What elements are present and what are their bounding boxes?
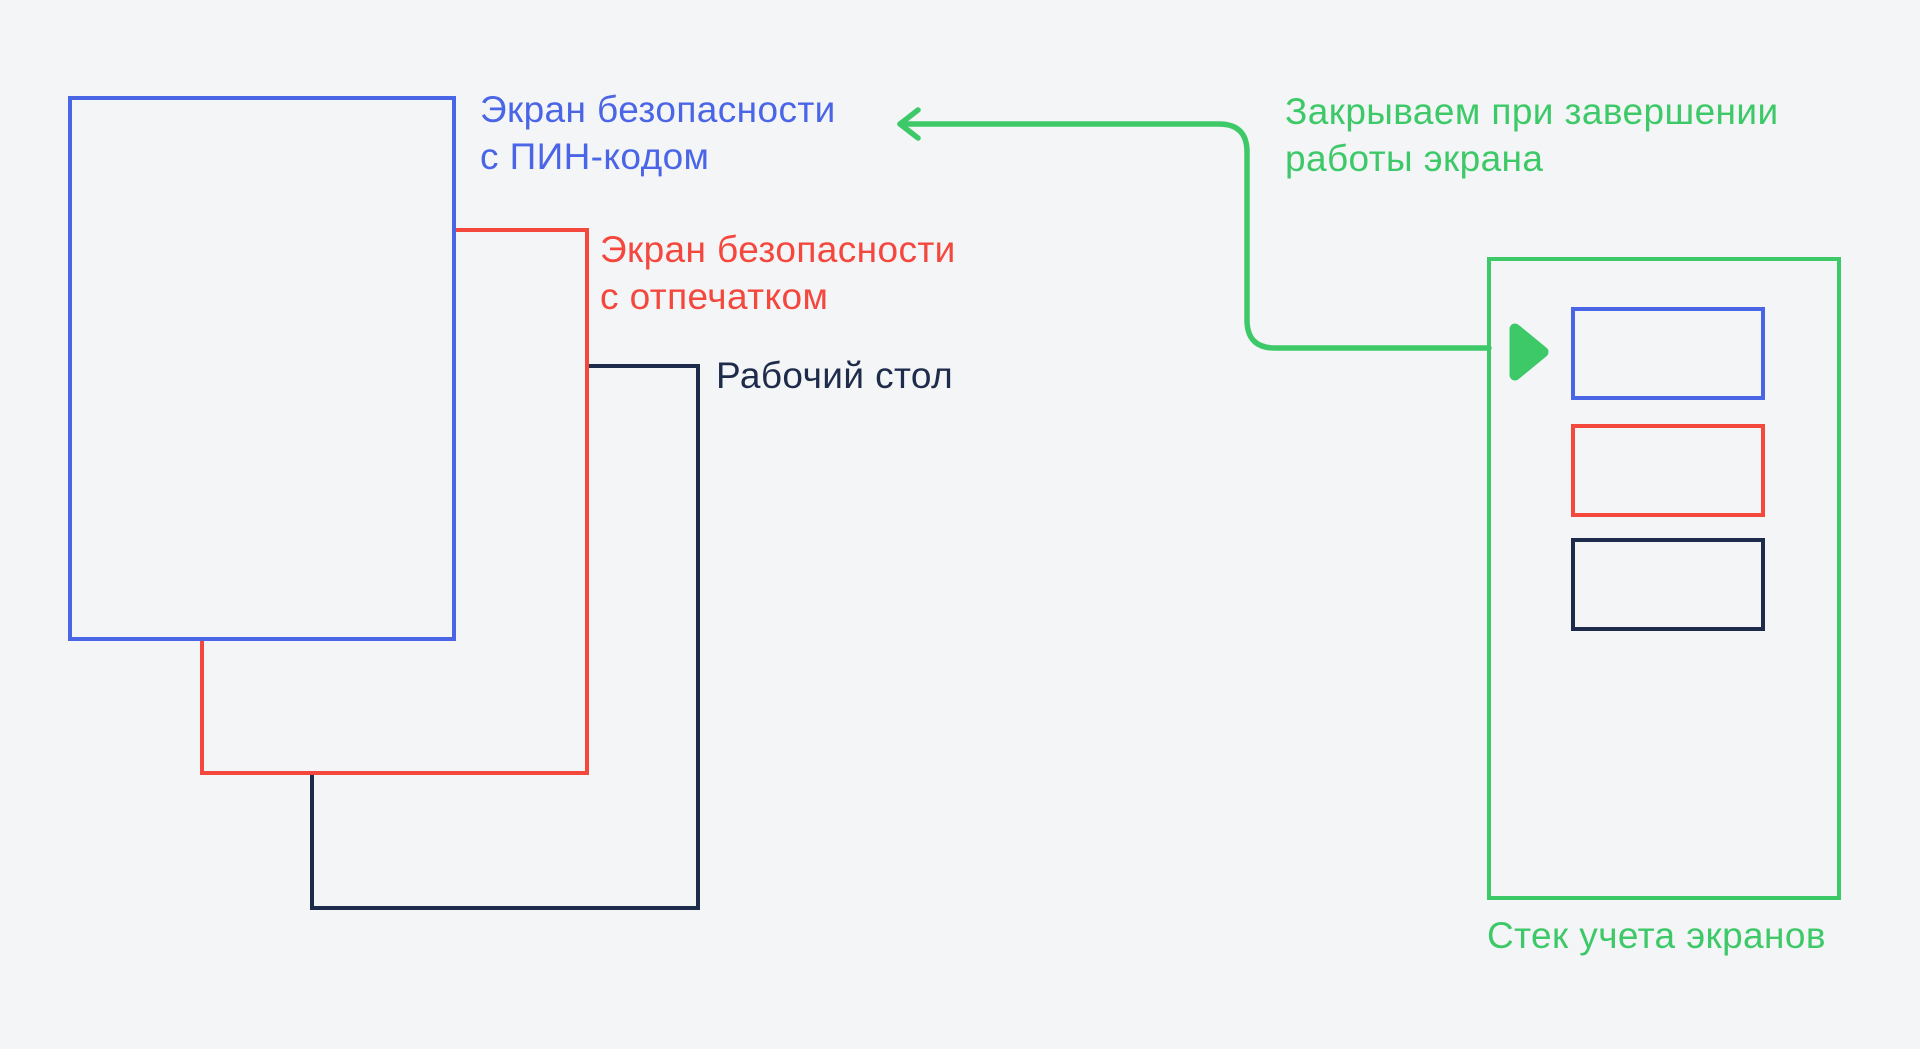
pin-screen-label-line1: Экран безопасности xyxy=(480,89,836,130)
fingerprint-screen-label-line1: Экран безопасности xyxy=(600,229,956,270)
left-arrow-icon xyxy=(897,107,1492,351)
close-note-line1: Закрываем при завершении xyxy=(1285,91,1779,132)
stack-caption-text: Стек учета экранов xyxy=(1487,915,1826,956)
stack-item-fingerprint xyxy=(1571,424,1765,517)
close-note-line2: работы экрана xyxy=(1285,138,1544,179)
stack-item-pin xyxy=(1571,307,1765,400)
fingerprint-screen-label: Экран безопасности с отпечатком xyxy=(600,226,956,320)
stack-item-desktop xyxy=(1571,538,1765,631)
desktop-screen-label-text: Рабочий стол xyxy=(716,355,954,396)
fingerprint-screen-label-line2: с отпечатком xyxy=(600,276,829,317)
pin-screen-label: Экран безопасности с ПИН-кодом xyxy=(480,86,836,180)
screen-stack-box xyxy=(1487,257,1841,900)
pin-screen-rect xyxy=(68,96,456,641)
stack-caption: Стек учета экранов xyxy=(1487,912,1826,959)
close-note-label: Закрываем при завершении работы экрана xyxy=(1285,88,1779,182)
play-triangle-icon xyxy=(1509,323,1549,381)
desktop-screen-label: Рабочий стол xyxy=(716,352,953,399)
pin-screen-label-line2: с ПИН-кодом xyxy=(480,136,710,177)
